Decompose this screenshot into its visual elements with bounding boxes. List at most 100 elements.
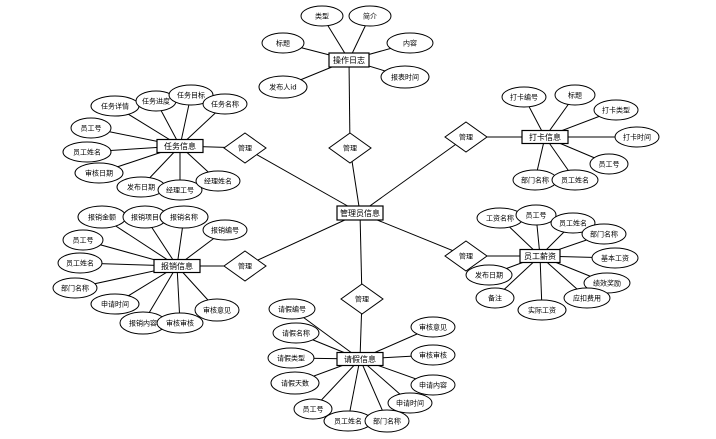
relationship-label: 管理 <box>459 133 473 142</box>
attribute-notice-3: 内容 <box>386 32 434 54</box>
relationship-label: 管理 <box>238 144 252 153</box>
attribute-label: 内容 <box>403 39 417 48</box>
attribute-report-2: 报销名称 <box>159 205 209 229</box>
attribute-label: 申请内容 <box>419 381 447 390</box>
attribute-checkin-1: 标题 <box>554 84 596 106</box>
attribute-label: 发布日期 <box>475 271 503 280</box>
attribute-label: 打卡时间 <box>623 133 651 142</box>
attribute-label: 员工姓名 <box>73 148 101 157</box>
attribute-label: 标题 <box>276 39 290 48</box>
attribute-label: 员工号 <box>73 237 94 245</box>
attribute-label: 任务进度 <box>142 97 170 106</box>
attribute-leave-4: 员工号 <box>293 398 333 420</box>
attribute-report-10: 审核意见 <box>194 298 240 322</box>
attribute-label: 备注 <box>488 294 502 303</box>
attribute-report-6: 部门名称 <box>52 277 98 299</box>
relationship-checkin: 管理 <box>444 121 488 153</box>
attribute-label: 审核意见 <box>419 323 447 332</box>
attribute-task-7: 发布日期 <box>116 176 166 198</box>
attribute-notice-4: 发布人id <box>258 75 308 99</box>
attribute-label: 任务名称 <box>211 100 239 109</box>
attribute-label: 员工号 <box>81 125 102 133</box>
attribute-label: 部门名称 <box>373 417 401 426</box>
entity-notice: 操作日志 <box>328 52 370 68</box>
attribute-label: 报销名称 <box>170 213 198 222</box>
attribute-label: 审核日期 <box>85 169 113 178</box>
attribute-label: 员工姓名 <box>561 176 589 185</box>
attribute-label: 打卡编号 <box>510 93 538 102</box>
attribute-task-3: 任务名称 <box>202 93 248 115</box>
relationship-label: 管理 <box>343 144 357 153</box>
attribute-label: 员工姓名 <box>559 219 587 228</box>
relationship-label: 管理 <box>459 252 473 261</box>
attribute-label: 员工号 <box>303 406 324 414</box>
attribute-label: 请假编号 <box>278 305 306 314</box>
attribute-checkin-5: 部门名称 <box>512 169 558 191</box>
attribute-task-6: 审核日期 <box>74 162 124 184</box>
attribute-task-1: 任务进度 <box>135 90 177 112</box>
attribute-salary-1: 员工号 <box>515 204 557 226</box>
attribute-label: 打卡类型 <box>602 106 630 115</box>
attribute-task-4: 员工号 <box>70 117 112 139</box>
attribute-leave-1: 请假名称 <box>272 322 320 344</box>
attribute-salary-8: 应扣费用 <box>563 287 611 309</box>
attribute-label: 基本工资 <box>601 254 629 263</box>
attribute-label: 请假类型 <box>277 354 305 363</box>
attribute-label: 申请时间 <box>101 300 129 309</box>
attribute-salary-5: 发布日期 <box>465 264 513 286</box>
attribute-leave-9: 申请内容 <box>410 374 456 396</box>
attribute-label: 任务目标 <box>177 91 205 100</box>
attribute-task-5: 员工姓名 <box>62 141 112 163</box>
attribute-checkin-3: 打卡时间 <box>614 126 660 148</box>
attribute-notice-0: 类型 <box>300 5 344 27</box>
attribute-report-5: 员工姓名 <box>57 252 103 274</box>
attribute-leave-2: 请假类型 <box>267 347 315 369</box>
attribute-task-8: 经理工号 <box>157 179 203 201</box>
attribute-label: 报销内容 <box>129 319 157 328</box>
attribute-checkin-6: 员工姓名 <box>551 169 599 191</box>
attribute-checkin-0: 打卡编号 <box>501 86 547 108</box>
attribute-label: 报表时间 <box>391 73 419 82</box>
relationship-task: 管理 <box>223 132 267 164</box>
attribute-label: 类型 <box>315 12 329 21</box>
entity-salary: 员工薪资 <box>519 248 561 264</box>
entity-label: 管理员信息 <box>340 208 380 218</box>
attribute-label: 报销项目 <box>131 213 159 222</box>
attribute-salary-4: 基本工资 <box>591 247 639 269</box>
attribute-label: 员工号 <box>599 161 620 169</box>
entity-center: 管理员信息 <box>336 205 384 221</box>
attribute-salary-3: 部门名称 <box>581 223 627 245</box>
attribute-label: 发布日期 <box>127 183 155 192</box>
attribute-label: 申请时间 <box>396 399 424 408</box>
attribute-report-9: 审核审核 <box>156 312 204 334</box>
attribute-report-0: 报销金额 <box>77 205 127 229</box>
relationship-label: 管理 <box>355 295 369 304</box>
attribute-salary-2: 员工姓名 <box>550 212 596 234</box>
entity-label: 打卡信息 <box>529 132 561 142</box>
attribute-salary-7: 备注 <box>475 287 515 309</box>
attribute-label: 审核意见 <box>203 306 231 315</box>
attribute-label: 工资名称 <box>486 214 514 223</box>
attribute-label: 发布人id <box>269 83 296 92</box>
attribute-label: 员工号 <box>526 212 547 220</box>
attribute-leave-0: 请假编号 <box>268 298 316 320</box>
attribute-label: 任务详情 <box>101 102 129 111</box>
attribute-task-2: 任务目标 <box>168 84 214 106</box>
attribute-checkin-2: 打卡类型 <box>593 99 639 121</box>
attribute-checkin-4: 员工号 <box>589 153 629 175</box>
attribute-salary-9: 实际工资 <box>517 299 567 321</box>
attribute-label: 请假天数 <box>281 379 309 388</box>
attribute-leave-7: 审核意见 <box>410 316 456 338</box>
attribute-label: 标题 <box>568 91 582 100</box>
relationship-leave: 管理 <box>340 283 384 315</box>
entity-label: 员工薪资 <box>524 251 556 261</box>
entity-report: 报销信息 <box>153 258 201 274</box>
attribute-label: 审核审核 <box>419 351 447 360</box>
attribute-task-9: 经理姓名 <box>195 170 241 192</box>
attribute-label: 实际工资 <box>528 306 556 315</box>
relationship-notice: 管理 <box>328 132 372 164</box>
entity-leave: 请假信息 <box>336 351 384 367</box>
attribute-leave-6: 部门名称 <box>364 409 410 433</box>
attribute-label: 部门名称 <box>521 176 549 185</box>
